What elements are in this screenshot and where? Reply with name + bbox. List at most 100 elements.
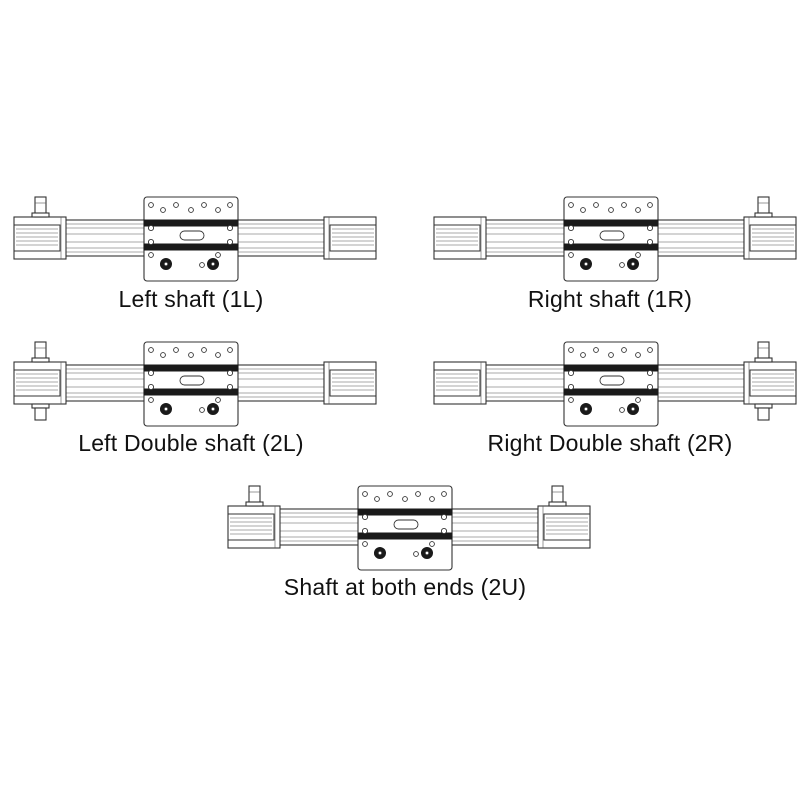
- carriage-belt-band-bottom: [143, 243, 239, 251]
- roller-nut-center: [210, 406, 216, 412]
- mount-hole: [173, 347, 179, 353]
- screw-hole: [440, 513, 448, 521]
- mount-hole: [374, 496, 380, 502]
- carriage-belt-band-top: [143, 364, 239, 372]
- shaft-top: [754, 196, 773, 218]
- end-cap-right: [323, 361, 377, 405]
- mount-hole: [148, 347, 154, 353]
- mount-hole: [173, 202, 179, 208]
- end-cap-left: [433, 216, 487, 260]
- screw-hole: [226, 369, 234, 377]
- screw-hole: [646, 383, 654, 391]
- end-cap-right: [537, 505, 591, 549]
- mount-hole: [635, 252, 641, 258]
- mount-hole: [635, 207, 641, 213]
- mount-hole: [199, 407, 205, 413]
- end-cap-right: [743, 216, 797, 260]
- screw-hole: [567, 369, 575, 377]
- end-cap-right: [323, 216, 377, 260]
- mount-hole: [429, 541, 435, 547]
- mount-hole: [227, 202, 233, 208]
- screw-hole: [567, 383, 575, 391]
- roller-nut-center: [583, 406, 589, 412]
- roller-nut-center: [163, 406, 169, 412]
- screw-hole: [147, 383, 155, 391]
- rail-assembly: [433, 196, 797, 282]
- mount-hole: [608, 207, 614, 213]
- end-cap-left: [227, 505, 281, 549]
- screw-hole: [147, 224, 155, 232]
- mount-hole: [227, 347, 233, 353]
- caption-2u: Shaft at both ends (2U): [283, 574, 527, 600]
- mount-hole: [619, 262, 625, 268]
- carriage-belt-band-top: [357, 508, 453, 516]
- mount-hole: [429, 496, 435, 502]
- end-cap-left: [433, 361, 487, 405]
- carriage-belt-band-top: [563, 364, 659, 372]
- mount-hole: [647, 202, 653, 208]
- roller-nut-center: [630, 261, 636, 267]
- screw-hole: [361, 527, 369, 535]
- end-cap-left: [13, 216, 67, 260]
- mount-hole: [362, 491, 368, 497]
- carriage-plate: [143, 341, 239, 427]
- screw-hole: [147, 238, 155, 246]
- mount-hole: [199, 262, 205, 268]
- rail-assembly: [433, 341, 797, 427]
- caption-1r: Right shaft (1R): [527, 286, 693, 312]
- screw-hole: [226, 383, 234, 391]
- mount-hole: [215, 207, 221, 213]
- screw-hole: [147, 369, 155, 377]
- screw-hole: [361, 513, 369, 521]
- shaft-top: [754, 341, 773, 363]
- mount-hole: [402, 496, 408, 502]
- caption-1l: Left shaft (1L): [118, 286, 264, 312]
- roller-nut-center: [377, 550, 383, 556]
- carriage-belt-band-top: [143, 219, 239, 227]
- mount-hole: [635, 352, 641, 358]
- roller-nut-center: [424, 550, 430, 556]
- rail-assembly: [13, 196, 377, 282]
- mount-hole: [362, 541, 368, 547]
- mount-hole: [188, 207, 194, 213]
- mount-hole: [608, 352, 614, 358]
- slot-hole: [393, 519, 419, 530]
- mount-hole: [568, 202, 574, 208]
- mount-hole: [580, 207, 586, 213]
- roller-nut-center: [583, 261, 589, 267]
- screw-hole: [646, 238, 654, 246]
- mount-hole: [413, 551, 419, 557]
- screw-hole: [646, 224, 654, 232]
- carriage-plate: [563, 196, 659, 282]
- carriage-belt-band-top: [563, 219, 659, 227]
- carriage-belt-band-bottom: [357, 532, 453, 540]
- caption-2l: Left Double shaft (2L): [78, 430, 304, 456]
- mount-hole: [215, 252, 221, 258]
- carriage-plate: [563, 341, 659, 427]
- shaft-top: [548, 485, 567, 507]
- slot-hole: [599, 230, 625, 241]
- mount-hole: [621, 202, 627, 208]
- carriage-belt-band-bottom: [563, 388, 659, 396]
- screw-hole: [440, 527, 448, 535]
- roller-nut-center: [163, 261, 169, 267]
- shaft-bottom: [31, 403, 50, 421]
- mount-hole: [619, 407, 625, 413]
- mount-hole: [201, 202, 207, 208]
- mount-hole: [580, 352, 586, 358]
- screw-hole: [226, 238, 234, 246]
- mount-hole: [188, 352, 194, 358]
- mount-hole: [148, 252, 154, 258]
- mount-hole: [441, 491, 447, 497]
- mount-hole: [160, 207, 166, 213]
- mount-hole: [593, 347, 599, 353]
- mount-hole: [593, 202, 599, 208]
- slot-hole: [599, 375, 625, 386]
- mount-hole: [215, 397, 221, 403]
